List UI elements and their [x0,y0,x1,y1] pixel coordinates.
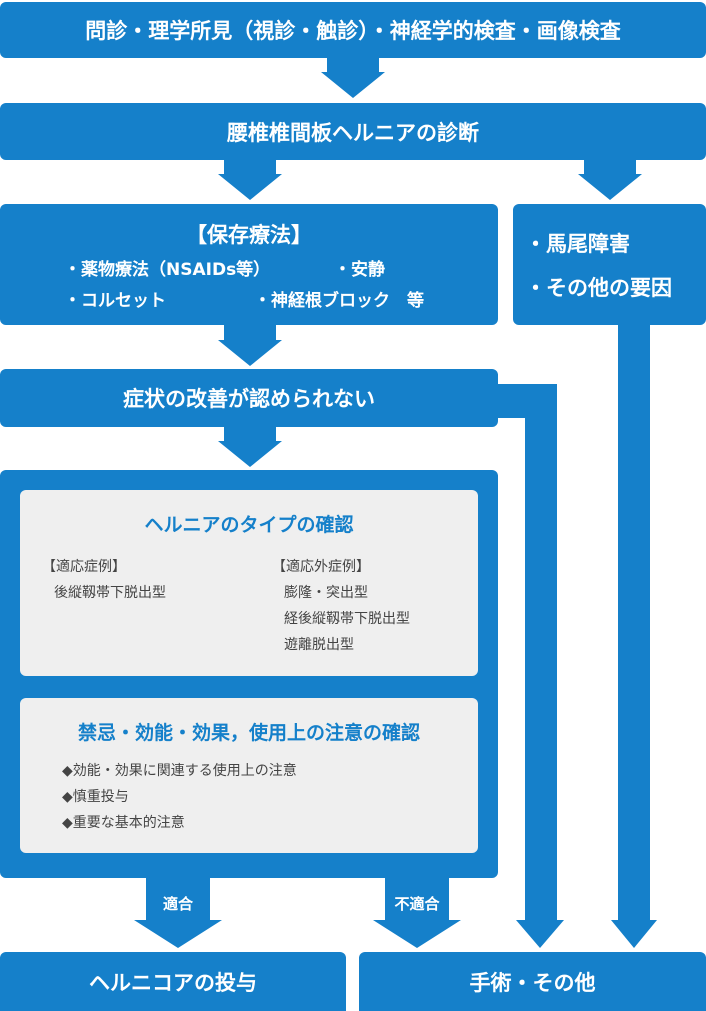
type-check-panel: ヘルニアのタイプの確認 【適応症例】 後縦靱帯下脱出型 【適応外症例】 膨隆・突… [20,490,478,676]
connector-far-right [611,320,657,948]
caution-item: ◆慎重投与 [62,789,129,805]
outcome-herunicore: ヘルニコアの投与 [0,952,346,1011]
indicated-item: 後縦靱帯下脱出型 [54,585,166,601]
indicated-header: 【適応症例】 [42,559,126,575]
connector-right [490,384,564,948]
conservative-therapy-box: 【保存療法】 ・薬物療法（NSAIDs等） ・安静 ・コルセット ・神経根ブロッ… [0,204,498,325]
therapy-item: ・神経根ブロック 等 [254,290,424,311]
other-cause-item: ・その他の要因 [525,275,672,300]
caution-check-panel: 禁忌・効能・効果，使用上の注意の確認 ◆効能・効果に関連する使用上の注意 ◆慎重… [20,698,478,853]
arrow-unsuitable [373,875,461,948]
other-cause-item: ・馬尾障害 [525,231,630,256]
step-diagnosis: 腰椎椎間板ヘルニアの診断 [0,103,706,160]
caution-item: ◆効能・効果に関連する使用上の注意 [62,763,297,779]
no-improvement-box: 症状の改善が認められない [0,369,498,427]
not-indicated-header: 【適応外症例】 [272,559,370,575]
arrow-down [218,160,282,200]
caution-check-title: 禁忌・効能・効果，使用上の注意の確認 [77,722,420,744]
caution-item: ◆重要な基本的注意 [62,815,185,831]
type-check-title: ヘルニアのタイプの確認 [144,514,354,536]
other-causes-box: ・馬尾障害 ・その他の要因 [513,204,706,325]
step-examination: 問診・理学所見（視診・触診）・神経学的検査・画像検査 [0,2,706,58]
therapy-item: ・安静 [334,259,385,280]
suitable-label: 適合 [162,895,193,913]
not-indicated-item: 経後縦靱帯下脱出型 [284,611,410,627]
not-indicated-item: 膨隆・突出型 [284,585,368,601]
outcome-surgery: 手術・その他 [359,952,706,1011]
arrow-down [321,58,385,98]
not-indicated-item: 遊離脱出型 [284,637,354,653]
therapy-item: ・薬物療法（NSAIDs等） [64,259,271,280]
conservative-title: 【保存療法】 [186,222,312,247]
arrow-down [218,427,282,467]
therapy-item: ・コルセット [64,290,166,311]
arrow-down [578,160,642,200]
arrow-suitable [134,875,222,948]
arrow-down [218,325,282,366]
unsuitable-label: 不適合 [394,895,440,913]
